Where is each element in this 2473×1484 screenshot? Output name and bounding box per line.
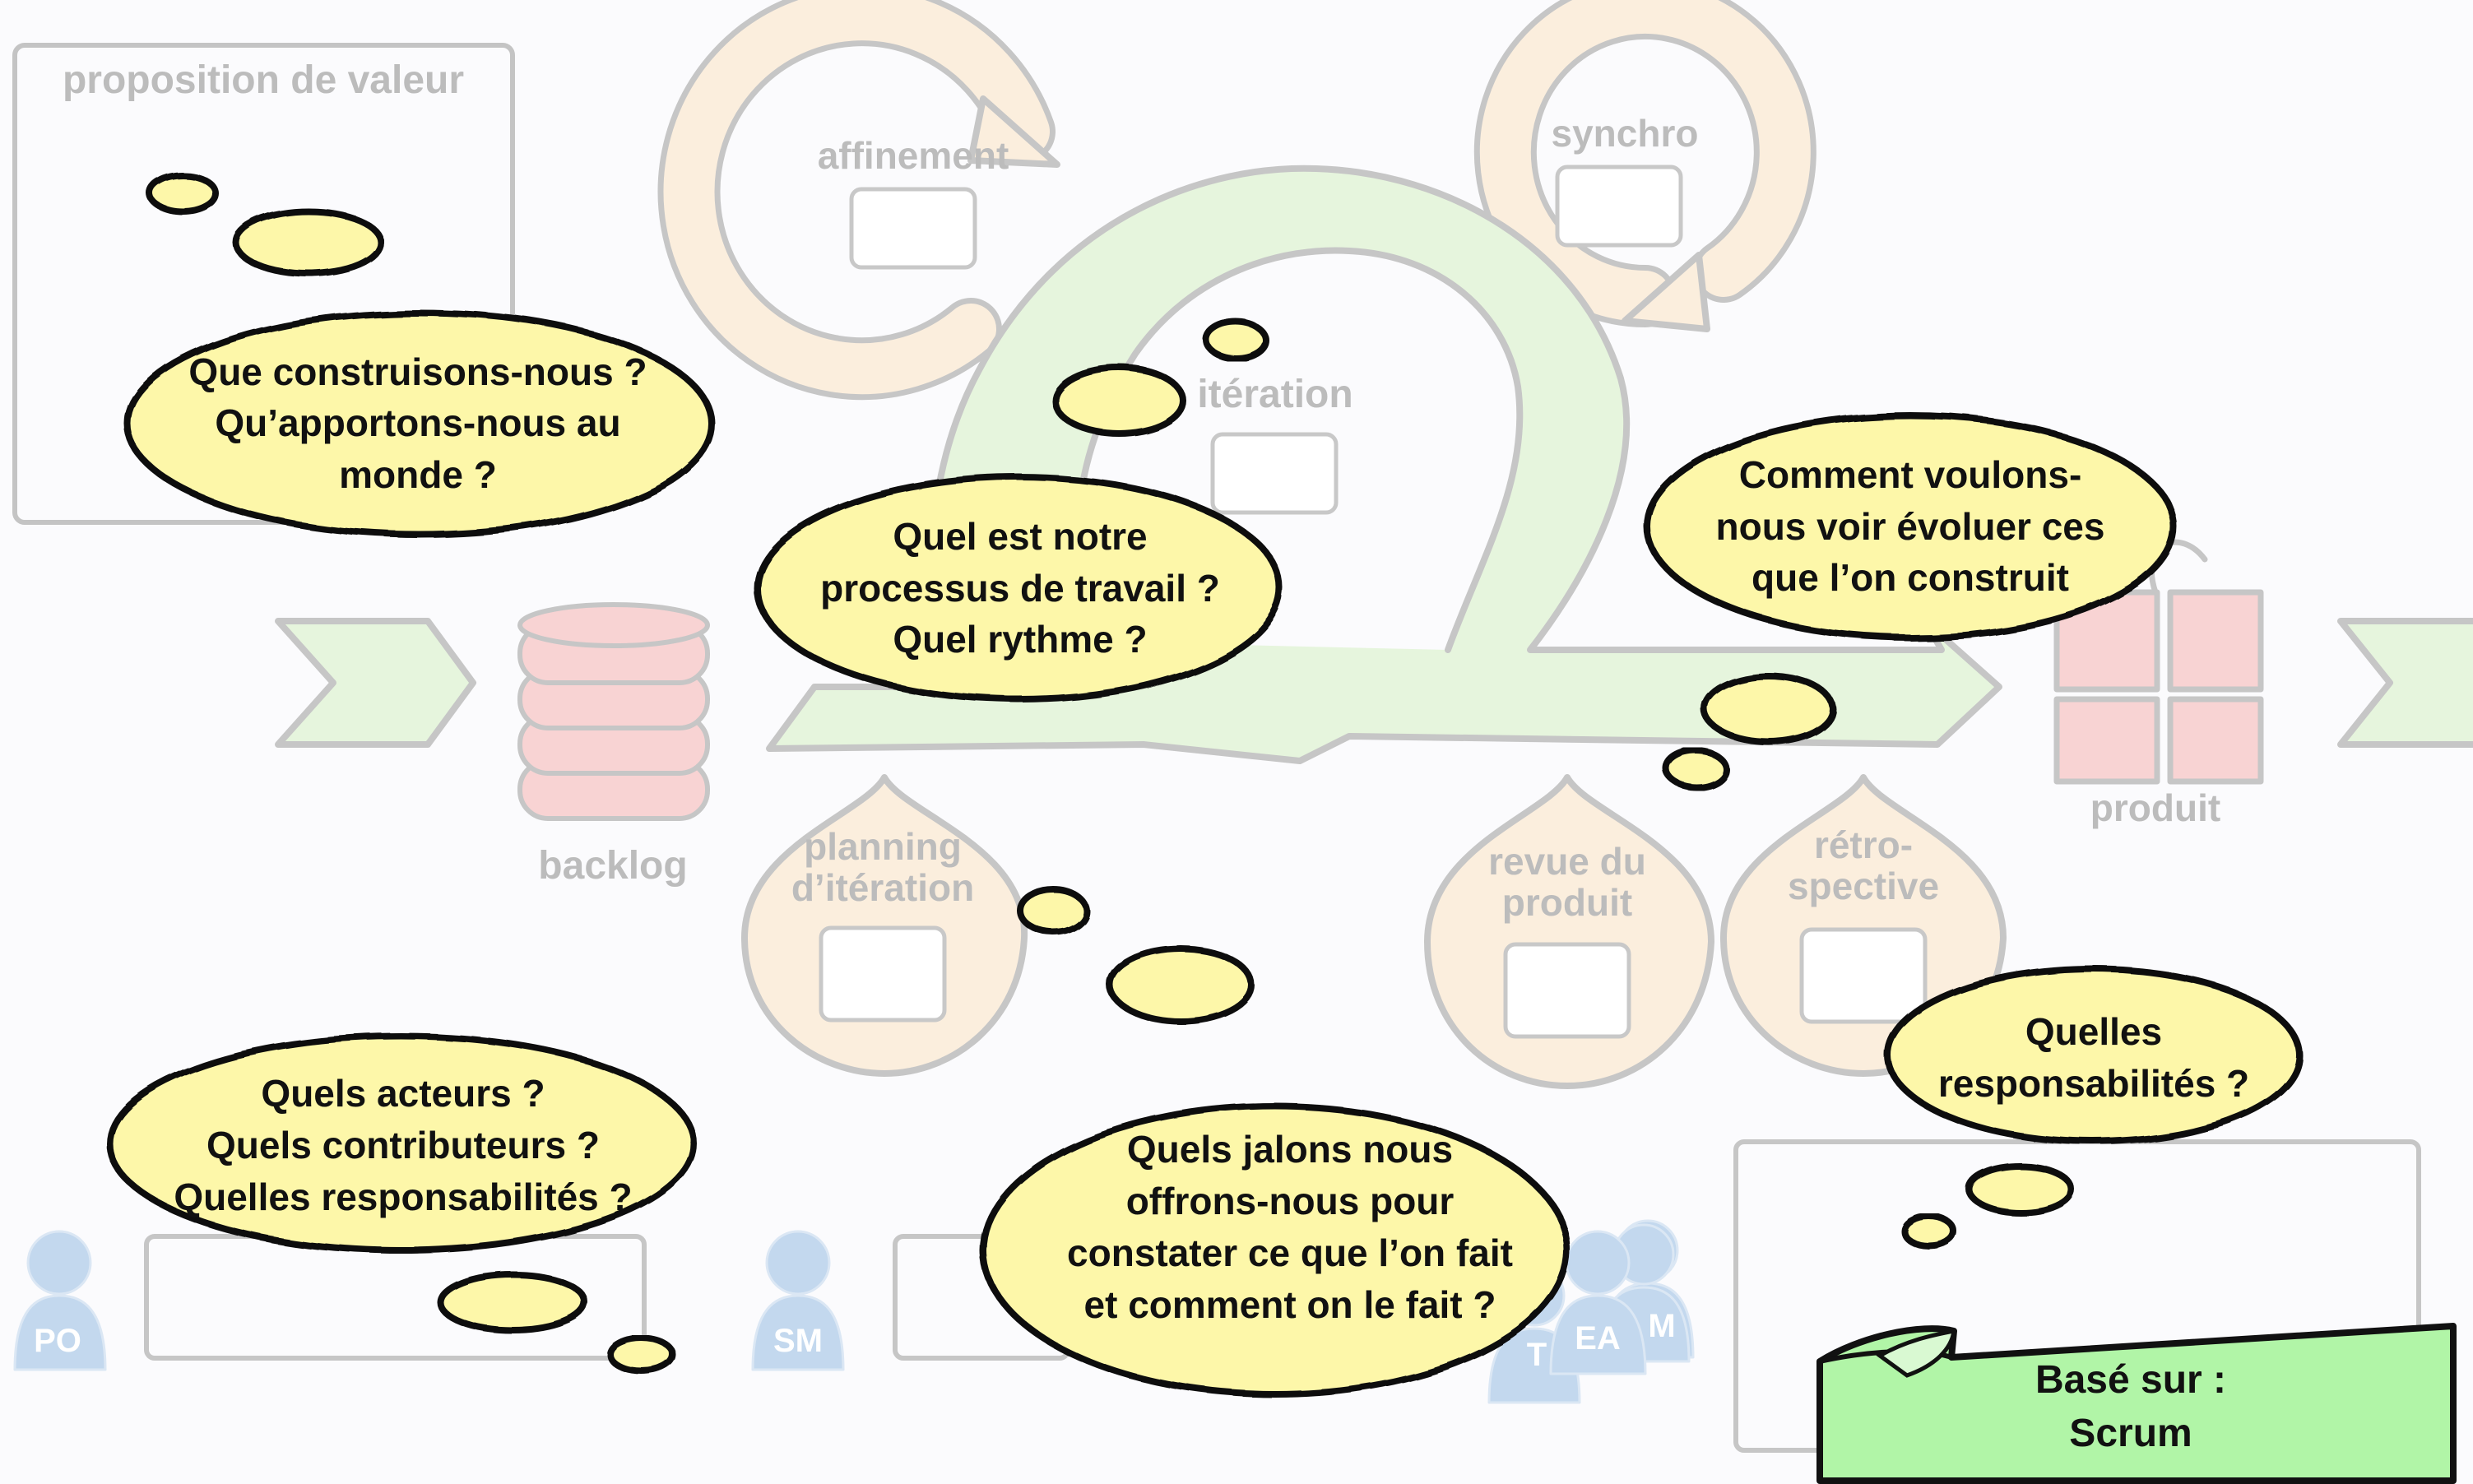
bubble-milestones-line2: offrons-nous pour: [1126, 1180, 1455, 1222]
bubble-responsibilities-line2: responsabilités ?: [1938, 1062, 2249, 1105]
note-line1: Basé sur :: [2035, 1358, 2226, 1402]
sync-loop: [1473, 0, 1816, 332]
bubble-what-we-build-line3: monde ?: [339, 453, 497, 496]
based-on-note: Basé sur : Scrum: [1816, 1323, 2457, 1484]
bubble-actors: [106, 1033, 697, 1254]
iteration-label: itération: [1197, 373, 1352, 416]
thought-puff: [1701, 673, 1836, 745]
bubble-what-we-build-line2: Qu’apportons-nous au: [215, 401, 620, 444]
thought-puff: [1203, 318, 1269, 361]
sync-slot: [1555, 165, 1683, 248]
bubble-process-line2: processus de travail ?: [820, 567, 1220, 610]
entry-chevron: [275, 618, 476, 748]
bubble-process: [754, 474, 1283, 703]
backlog-label: backlog: [538, 844, 687, 888]
po-person-icon: [13, 1230, 107, 1371]
product-label: produit: [2090, 786, 2220, 829]
role-po-label: PO: [34, 1323, 81, 1359]
bubble-milestones-line1: Quels jalons nous: [1127, 1128, 1453, 1171]
bubble-what-we-build-line1: Que construisons-nous ?: [188, 350, 647, 393]
planning-label-line2: d’itération: [791, 866, 974, 909]
note-fold: [1876, 1328, 1956, 1378]
review-slot: [1503, 942, 1631, 1039]
thought-puff: [146, 172, 219, 215]
sync-label: synchro: [1552, 112, 1699, 155]
ea-person-icon: [1549, 1230, 1647, 1375]
thought-puff: [1051, 364, 1186, 437]
bubble-responsibilities-line1: Quelles: [2025, 1010, 2162, 1053]
planning-slot: [819, 925, 947, 1023]
iteration-slot: [1210, 432, 1339, 515]
bubble-process-line1: Quel est notre: [893, 515, 1147, 558]
bubble-milestones-line4: et comment on le fait ?: [1084, 1283, 1496, 1326]
role-t-label: T: [1527, 1337, 1547, 1373]
thought-puff: [1663, 748, 1729, 791]
planning-label-line1: planning: [804, 825, 962, 868]
thought-puff: [1017, 886, 1089, 935]
bubble-evolution-line1: Comment voulons-: [1739, 453, 2082, 496]
review-label-line2: produit: [1502, 881, 1632, 924]
bubble-process-line3: Quel rythme ?: [893, 618, 1147, 661]
note-line2: Scrum: [2069, 1412, 2192, 1455]
thought-puff: [1965, 1162, 2074, 1215]
retro-label-line2: spective: [1788, 865, 1939, 907]
thought-puff: [233, 208, 384, 277]
thought-puff: [1107, 945, 1255, 1024]
value-proposition-box: [12, 43, 515, 525]
bubble-milestones-line3: constater ce que l’on fait: [1067, 1231, 1513, 1274]
refinement-slot: [849, 187, 977, 270]
thought-puff: [607, 1335, 676, 1375]
refinement-label: affinement: [818, 134, 1009, 177]
bubble-evolution-line3: que l’on construit: [1752, 556, 2069, 599]
retro-label-line1: rétro-: [1814, 823, 1913, 866]
bubble-responsibilities: [1885, 966, 2303, 1145]
review-drop: [1424, 774, 1714, 1089]
exit-chevron: [2337, 618, 2473, 748]
planning-drop: [741, 774, 1028, 1077]
bubble-milestones: [980, 1103, 1571, 1398]
thought-puff: [1901, 1213, 1957, 1250]
role-ea-label: EA: [1575, 1320, 1621, 1356]
bubble-actors-line3: Quelles responsabilités ?: [174, 1176, 632, 1218]
bubble-evolution-line2: nous voir évoluer ces: [1716, 505, 2105, 548]
thought-puff: [437, 1271, 588, 1333]
bubble-evolution: [1644, 412, 2177, 641]
value-proposition-label: proposition de valeur: [63, 58, 464, 102]
role-m-label: M: [1648, 1308, 1675, 1344]
bubble-what-we-build: [124, 309, 715, 538]
refinement-loop: [657, 0, 1060, 401]
review-label-line1: revue du: [1488, 840, 1646, 883]
retro-slot: [1799, 927, 1928, 1024]
backlog-stack: [517, 602, 710, 821]
bubble-actors-line1: Quels acteurs ?: [261, 1072, 545, 1115]
role-sm-label: SM: [773, 1323, 823, 1359]
bubble-actors-line2: Quels contributeurs ?: [206, 1124, 600, 1166]
sm-person-icon: [751, 1230, 845, 1371]
